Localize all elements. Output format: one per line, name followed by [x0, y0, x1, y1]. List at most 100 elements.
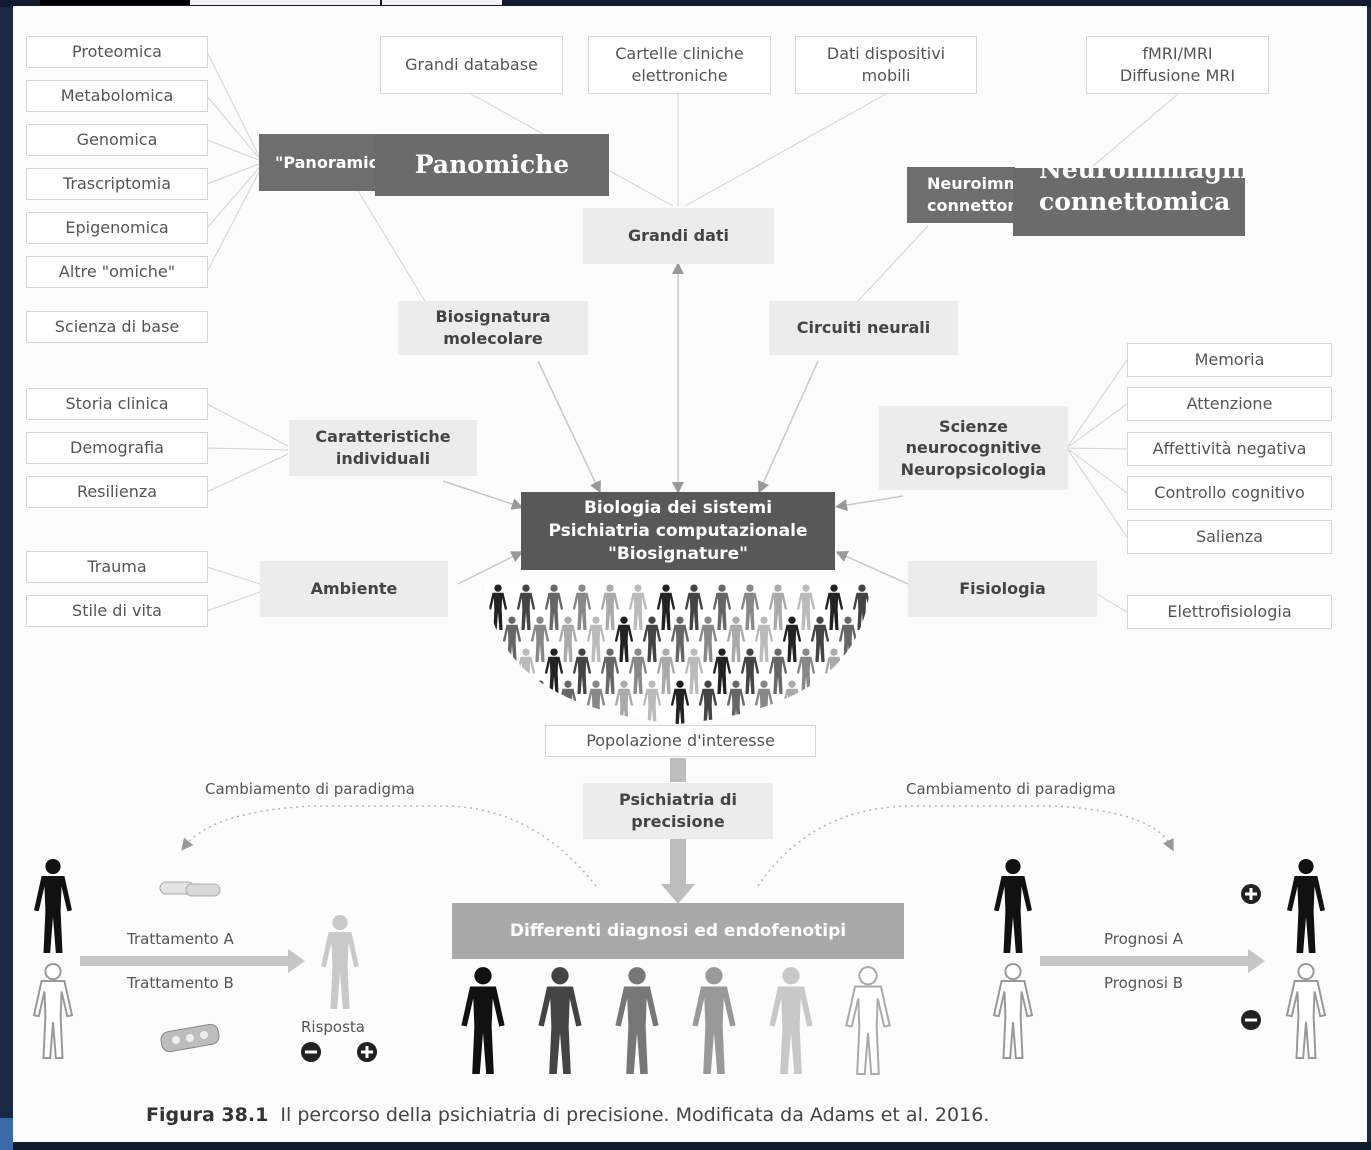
- popolazione-box: Popolazione d'interesse: [545, 725, 816, 757]
- left-item-label: Storia clinica: [65, 394, 169, 414]
- crowd-person-icon: [530, 616, 550, 662]
- connector-lines: [80, 51, 1265, 973]
- right-item-salienza: Salienza: [1127, 520, 1332, 554]
- crowd-person-icon: [796, 584, 816, 630]
- left-item-label: Trauma: [87, 557, 147, 577]
- diagnosis-figure-icon: [845, 966, 891, 1076]
- crowd-person-icon: [740, 648, 760, 694]
- crowd-person-icon: [558, 616, 578, 662]
- center-line-1: Biologia dei sistemi: [583, 497, 773, 518]
- crowd-person-icon: [670, 616, 690, 662]
- left-item-trascriptomia: Trascriptomia: [26, 168, 208, 200]
- left-item-label: Resilienza: [76, 482, 158, 502]
- caption-label: Figura 38.1: [146, 1104, 269, 1126]
- hub-grandi-dati-label: Grandi dati: [627, 226, 730, 246]
- hub-biosignatura-label: Biosignatura molecolare: [435, 307, 551, 348]
- diagnosis-figure-icon: [769, 967, 813, 1074]
- center-box: Biologia dei sistemi Psichiatria computa…: [521, 492, 835, 570]
- crowd-person-icon: [670, 680, 690, 724]
- hub-ambiente: Ambiente: [260, 561, 448, 617]
- left-item-label: Metabolomica: [60, 86, 174, 106]
- crowd-person-icon: [614, 616, 634, 662]
- crowd-person-icon: [544, 584, 564, 630]
- crowd-person-icon: [600, 648, 620, 694]
- risposta-label: Risposta: [301, 1018, 365, 1036]
- left-item-label: Trascriptomia: [62, 174, 171, 194]
- crowd-person-icon: [768, 648, 788, 694]
- diagnosis-figure-icon: [692, 967, 736, 1074]
- right-item-label: Affettività negativa: [1152, 439, 1307, 459]
- crowd-person-icon: [684, 584, 704, 630]
- hub-neuroimmagine: Neuroimmagine connettomica: [907, 167, 1015, 223]
- center-line-2: Psichiatria computazionale: [548, 520, 808, 541]
- patient-figure-icon: [34, 858, 72, 953]
- crowd-person-icon: [838, 616, 858, 662]
- overlay-neuroimmagine: Neuroimmagine connettomica: [1013, 168, 1245, 236]
- hub-scienze-neurocognitive: Scienze neurocognitive Neuropsicologia: [879, 406, 1068, 490]
- crowd-person-icon: [810, 616, 830, 662]
- right-item-label: Controllo cognitivo: [1154, 483, 1305, 503]
- overlay-panomiche-label: Panomiche: [414, 150, 570, 180]
- diagram-panel: Proteomica Metabolomica Genomica Trascri…: [13, 6, 1367, 1142]
- plus-circle-icon: [1241, 884, 1261, 904]
- right-item-elettrofisiologia: Elettrofisiologia: [1127, 595, 1332, 629]
- crowd-person-icon: [586, 680, 606, 724]
- left-item-stile-di-vita: Stile di vita: [26, 595, 208, 627]
- treatment-a-label: Trattamento A: [127, 930, 234, 948]
- top-item-cartelle-cliniche: Cartelle cliniche elettroniche: [588, 36, 771, 94]
- crowd-person-icon: [488, 584, 508, 630]
- hub-ambiente-label: Ambiente: [310, 579, 398, 599]
- top-item-fmri: fMRI/MRI Diffusione MRI: [1086, 36, 1269, 94]
- right-item-controllo-cognitivo: Controllo cognitivo: [1127, 476, 1332, 510]
- crowd-person-icon: [544, 648, 564, 694]
- crowd-person-icon: [628, 584, 648, 630]
- popolazione-label: Popolazione d'interesse: [586, 731, 775, 751]
- crowd-person-icon: [726, 680, 746, 724]
- left-item-label: Scienza di base: [54, 317, 180, 337]
- prognosi-b-label: Prognosi B: [1104, 974, 1184, 992]
- psichiatria-precisione-box: Psichiatria di precisione: [583, 783, 773, 839]
- crowd-person-icon: [712, 584, 732, 630]
- psichiatria-precisione-label: Psichiatria di precisione: [619, 790, 737, 831]
- hub-biosignatura: Biosignatura molecolare: [398, 301, 588, 355]
- patient-figure-icon: [1287, 858, 1325, 953]
- crowd-person-icon: [600, 584, 620, 630]
- crowd-person-icon: [824, 584, 844, 630]
- top-strip: [0, 0, 1371, 7]
- pill-icon: [159, 881, 221, 897]
- left-item-storia-clinica: Storia clinica: [26, 388, 208, 420]
- overlay-panomiche: Panomiche: [375, 134, 609, 196]
- patient-figure-icon: [321, 914, 359, 1009]
- left-item-genomica: Genomica: [26, 124, 208, 156]
- patient-figure-icon: [1285, 962, 1327, 1060]
- hub-fisiologia: Fisiologia: [908, 561, 1097, 617]
- crowd-person-icon: [698, 680, 718, 724]
- crowd-person-icon: [852, 584, 870, 631]
- crowd-person-icon: [656, 648, 676, 694]
- left-item-proteomica: Proteomica: [26, 36, 208, 68]
- right-item-label: Salienza: [1195, 527, 1264, 547]
- side-tab-icon: [0, 1118, 13, 1150]
- top-strip-tab: [190, 0, 380, 5]
- crowd-person-icon: [656, 584, 676, 630]
- center-line-3: "Biosignature": [607, 543, 748, 564]
- prognosi-a-label: Prognosi A: [1104, 930, 1184, 948]
- left-item-scienza-di-base: Scienza di base: [26, 311, 208, 343]
- top-item-grandi-database: Grandi database: [380, 36, 563, 94]
- hub-fisiologia-label: Fisiologia: [959, 579, 1046, 599]
- blister-pack-icon: [160, 1023, 220, 1053]
- left-item-epigenomica: Epigenomica: [26, 212, 208, 244]
- paradigm-right-label: Cambiamento di paradigma: [906, 780, 1116, 798]
- risposta-signs: [301, 1042, 377, 1062]
- crowd-person-icon: [698, 616, 718, 662]
- crowd-person-icon: [572, 584, 592, 630]
- bottom-strip: [0, 1142, 1371, 1150]
- crowd-person-icon: [628, 648, 648, 694]
- hub-panoramiche-label: "Panoramiche": [275, 152, 375, 172]
- figure-caption: Figura 38.1 Il percorso della psichiatri…: [146, 1104, 989, 1126]
- hub-caratteristiche: Caratteristiche individuali: [289, 420, 477, 476]
- left-item-label: Altre "omiche": [58, 262, 176, 282]
- left-item-label: Epigenomica: [65, 218, 169, 238]
- hub-scienze-label: Scienze neurocognitive Neuropsicologia: [900, 416, 1047, 479]
- crowd-person-icon: [740, 584, 760, 630]
